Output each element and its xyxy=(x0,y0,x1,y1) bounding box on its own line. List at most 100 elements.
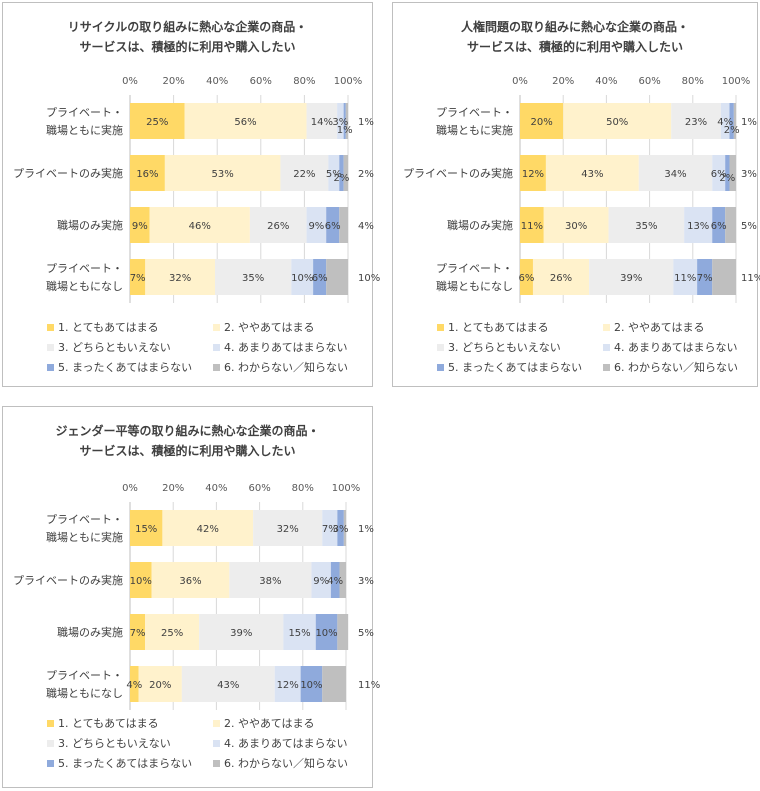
data-label: 26% xyxy=(267,221,289,232)
category-label: プライベート・ xyxy=(46,106,123,119)
bar-segment-1 xyxy=(520,207,544,243)
bar-segment-2 xyxy=(149,207,250,243)
chart-svg-recycle: 0%20%40%60%80%100%プライベート・職場ともに実施25%56%14… xyxy=(13,76,380,303)
data-label: 56% xyxy=(234,117,256,128)
category-label: 職場ともに実施 xyxy=(46,530,123,544)
data-label: 4% xyxy=(358,221,374,232)
data-label: 22% xyxy=(293,169,315,180)
bar-segment-1 xyxy=(130,207,150,243)
bar-segment-3 xyxy=(671,103,721,139)
bar-segment-4 xyxy=(322,510,338,546)
data-label: 23% xyxy=(685,117,707,128)
bar-segment-3 xyxy=(181,666,275,702)
chart-title-line1: ジェンダー平等の取り組みに熱心な企業の商品・ xyxy=(55,424,320,438)
bar-segment-2 xyxy=(138,666,182,702)
category-label: プライベート・ xyxy=(46,513,123,526)
legend-item: 1. とてもあてはまる xyxy=(437,321,549,335)
category-label: プライベート・ xyxy=(436,106,513,119)
bar-segment-5 xyxy=(712,207,726,243)
bar-segment-6 xyxy=(339,207,348,243)
chart-title-line2: サービスは、積極的に利用や購入したい xyxy=(79,40,296,54)
data-label: 14% xyxy=(311,117,333,128)
bar-segment-4 xyxy=(311,562,331,598)
bar-segment-4 xyxy=(291,259,314,295)
bar-segment-3 xyxy=(229,562,312,598)
chart-title-line1: 人権問題の取り組みに熱心な企業の商品・ xyxy=(460,20,689,34)
data-label: 32% xyxy=(169,273,191,284)
bar-segment-4 xyxy=(720,103,730,139)
legend-item: 5. まったくあてはまらない xyxy=(47,757,192,771)
legend-swatch xyxy=(213,344,220,351)
legend-item: 1. とてもあてはまる xyxy=(47,717,159,731)
legend-label: 6. わからない／知らない xyxy=(224,757,348,770)
x-tick-label: 60% xyxy=(638,76,660,87)
chart-panel-gender-equality: ジェンダー平等の取り組みに熱心な企業の商品・ サービスは、積極的に利用や購入した… xyxy=(2,406,380,788)
data-label: 39% xyxy=(620,273,642,284)
category-label: 職場ともになし xyxy=(436,280,513,293)
legend-item: 5. まったくあてはまらない xyxy=(437,361,582,375)
legend-swatch xyxy=(47,364,54,371)
bar-segment-2 xyxy=(563,103,672,139)
data-label: 3% xyxy=(358,576,374,587)
chart-svg-gender-equality: 0%20%40%60%80%100%プライベート・職場ともに実施15%42%32… xyxy=(13,483,380,710)
data-label: 35% xyxy=(242,273,264,284)
data-label: 10% xyxy=(130,576,152,587)
data-label: 25% xyxy=(146,117,168,128)
data-label: 53% xyxy=(212,169,234,180)
bar-segment-6 xyxy=(725,207,736,243)
legend-label: 4. あまりあてはまらない xyxy=(224,737,348,750)
data-label: 11% xyxy=(674,273,696,284)
data-label: 7% xyxy=(130,273,146,284)
data-label: 2% xyxy=(719,173,735,184)
legend-item: 6. わからない／知らない xyxy=(213,757,348,771)
bar-segment-1 xyxy=(130,259,146,295)
legend-label: 3. どちらともいえない xyxy=(58,341,171,354)
bar-segment-6 xyxy=(729,155,736,191)
data-label: 11% xyxy=(521,221,543,232)
bar-segment-2 xyxy=(162,510,254,546)
x-tick-label: 40% xyxy=(205,483,227,494)
data-label: 20% xyxy=(149,680,171,691)
legend-swatch xyxy=(603,324,610,331)
bar-segment-3 xyxy=(199,614,284,650)
data-label: 5% xyxy=(326,169,342,180)
bar-segment-1 xyxy=(130,614,146,650)
legend-label: 6. わからない／知らない xyxy=(614,361,738,374)
bar-segment-3 xyxy=(589,259,674,295)
data-label: 6% xyxy=(711,169,727,180)
legend-swatch xyxy=(213,324,220,331)
data-label: 38% xyxy=(259,576,281,587)
bar-segment-3 xyxy=(608,207,685,243)
legend-item: 2. ややあてはまる xyxy=(213,717,315,731)
x-tick-label: 100% xyxy=(722,76,751,87)
bar-segment-6 xyxy=(343,155,348,191)
bar-segment-5 xyxy=(315,614,338,650)
x-tick-label: 80% xyxy=(293,76,315,87)
legend-swatch xyxy=(213,720,220,727)
legend-swatch xyxy=(437,364,444,371)
bar-segment-5 xyxy=(326,207,340,243)
data-label: 15% xyxy=(135,524,157,535)
x-tick-label: 60% xyxy=(248,483,270,494)
x-tick-label: 20% xyxy=(552,76,574,87)
data-label: 6% xyxy=(711,221,727,232)
category-label: プライベート・ xyxy=(46,262,123,275)
data-label: 4% xyxy=(327,576,343,587)
bar-segment-5 xyxy=(725,155,730,191)
x-tick-label: 40% xyxy=(206,76,228,87)
legend-item: 4. あまりあてはまらない xyxy=(213,737,348,751)
category-label: 職場ともに実施 xyxy=(46,123,123,137)
data-label: 34% xyxy=(664,169,686,180)
category-label: プライベートのみ実施 xyxy=(13,573,123,587)
data-label: 32% xyxy=(277,524,299,535)
bar-segment-2 xyxy=(543,207,609,243)
chart-title-line2: サービスは、積極的に利用や購入したい xyxy=(79,444,296,458)
bar-segment-3 xyxy=(280,155,329,191)
chart-title: 人権問題の取り組みに熱心な企業の商品・ サービスは、積極的に利用や購入したい xyxy=(393,17,757,57)
category-label: プライベート・ xyxy=(46,669,123,682)
data-label: 7% xyxy=(322,524,338,535)
bar-segment-6 xyxy=(337,614,349,650)
legend-swatch xyxy=(47,740,54,747)
data-label: 1% xyxy=(741,117,757,128)
legend-swatch xyxy=(213,364,220,371)
